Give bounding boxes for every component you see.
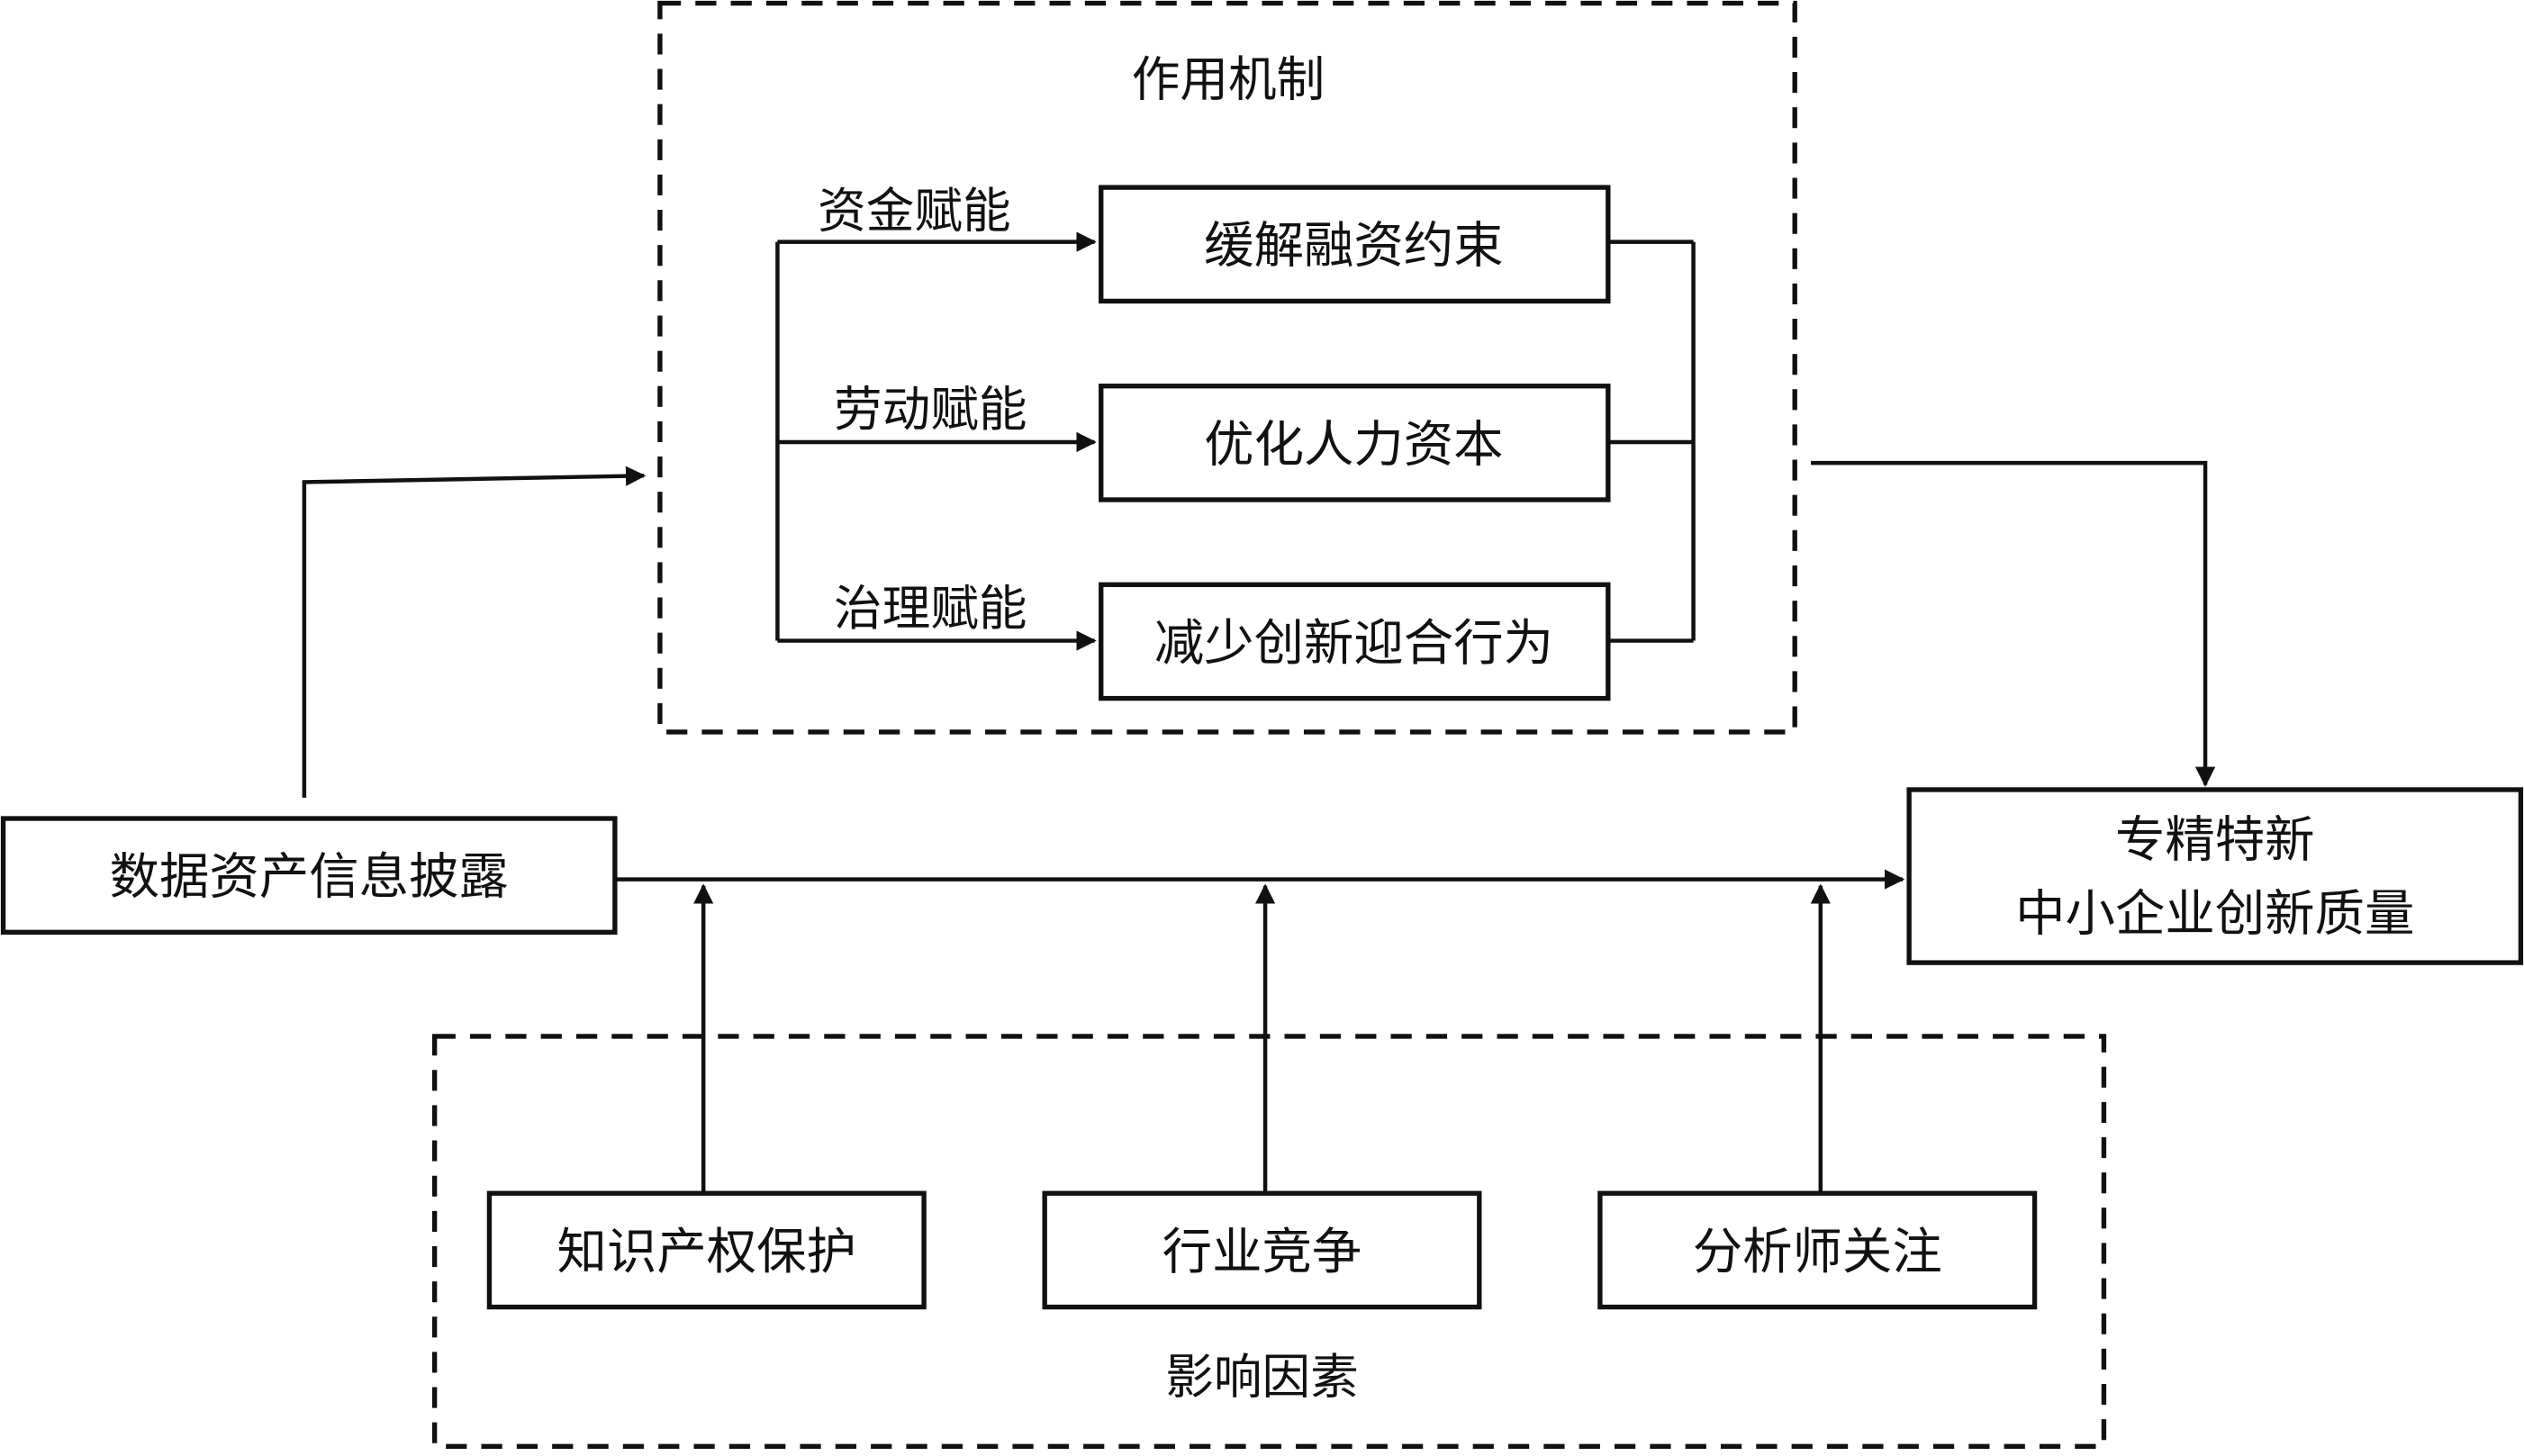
- outcome-label-1: 缓解融资约束: [1204, 218, 1503, 276]
- factor-box-3: [1597, 1190, 2038, 1310]
- outcome-label-2: 优化人力资本: [1204, 416, 1503, 474]
- factor-label-3: 分析师关注: [1693, 1224, 1942, 1281]
- factor-box-2: [1042, 1190, 1482, 1310]
- channel-label-2: 劳动赋能: [834, 381, 1027, 438]
- factors-title: 影响因素: [1165, 1349, 1358, 1406]
- factor-label-2: 行业竞争: [1162, 1224, 1362, 1281]
- mechanism-group: [657, 0, 1797, 735]
- mechanism-to-target-arrow: [1811, 460, 2216, 787]
- outcome-box-1: [1099, 185, 1611, 304]
- target-label-line1: 专精特新: [2115, 812, 2315, 870]
- factors-group: [431, 1034, 2107, 1449]
- target-box: [1906, 787, 2524, 965]
- factor-label-1: 知识产权保护: [557, 1224, 856, 1281]
- target-label-line2: 中小企业创新质量: [2015, 886, 2414, 944]
- channel-label-3: 治理赋能: [834, 580, 1027, 637]
- source-label: 数据资产信息披露: [110, 849, 509, 907]
- outcome-label-3: 减少创新迎合行为: [1154, 615, 1553, 673]
- source-to-mechanism-arrow: [302, 466, 647, 798]
- outcome-box-2: [1099, 384, 1611, 502]
- outcome-box-3: [1099, 582, 1611, 701]
- factor-box-1: [486, 1190, 927, 1310]
- source-box: [0, 816, 618, 935]
- channel-label-1: 资金赋能: [818, 183, 1010, 240]
- mechanism-title: 作用机制: [1132, 51, 1325, 108]
